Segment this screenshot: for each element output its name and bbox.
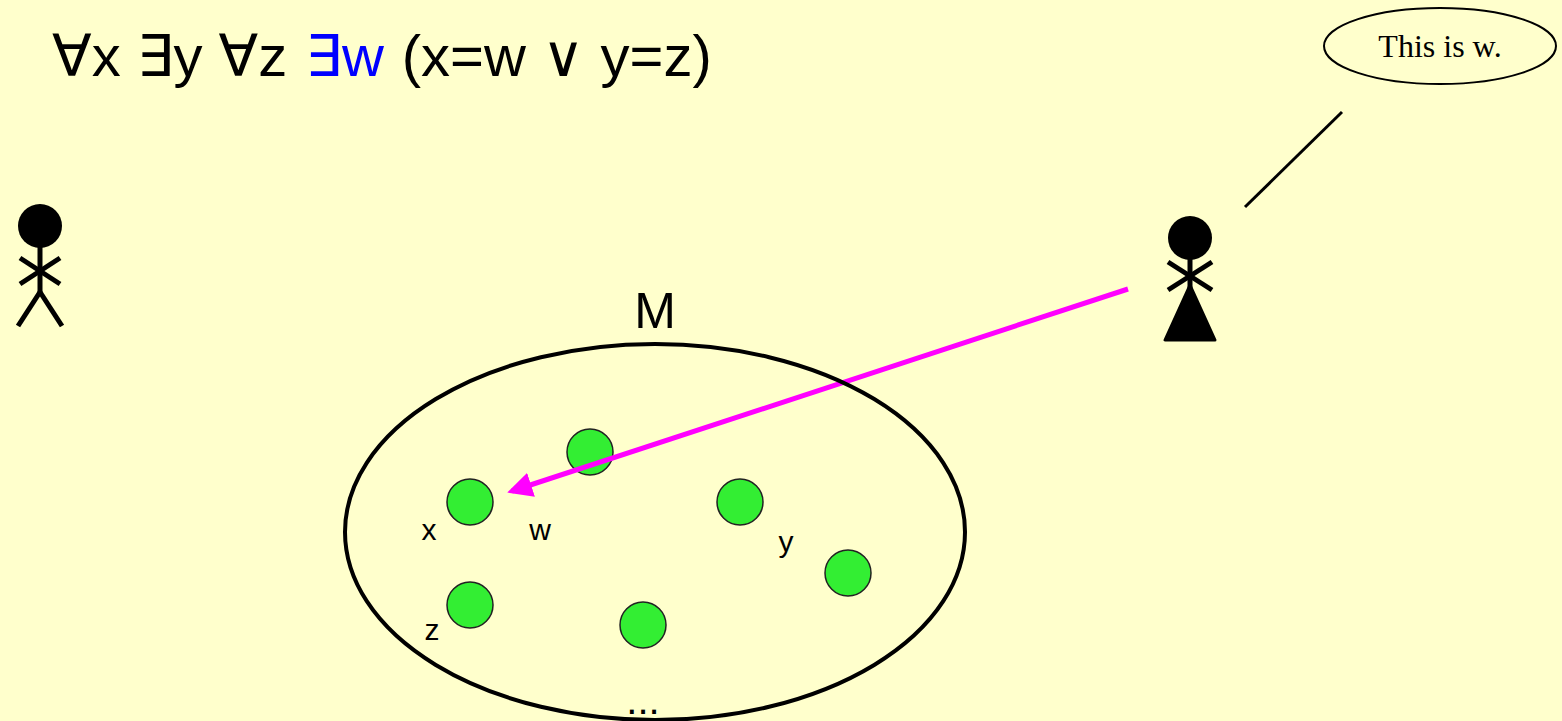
stick-figure [18, 204, 62, 326]
formula-part: ∀x ∃y ∀z [52, 22, 287, 90]
bubble-text: This is w. [1378, 30, 1501, 62]
stick-figure [1165, 216, 1215, 340]
element-label: y [779, 525, 794, 559]
speech-bubble: This is w. [1322, 6, 1558, 86]
formula-part: ∃w [305, 22, 384, 90]
bubble-tail [1245, 112, 1342, 207]
pointer-arrow [512, 289, 1128, 491]
ellipsis: ... [626, 678, 659, 721]
formula-part: (x=w ∨ y=z) [402, 22, 712, 90]
element-dots [447, 429, 871, 648]
set-name: M [634, 286, 676, 336]
set-ellipse: M [343, 342, 967, 721]
element-label: w [529, 513, 551, 547]
node-outline [343, 342, 967, 721]
element-label: x [422, 513, 437, 547]
element-label: z [425, 613, 440, 647]
